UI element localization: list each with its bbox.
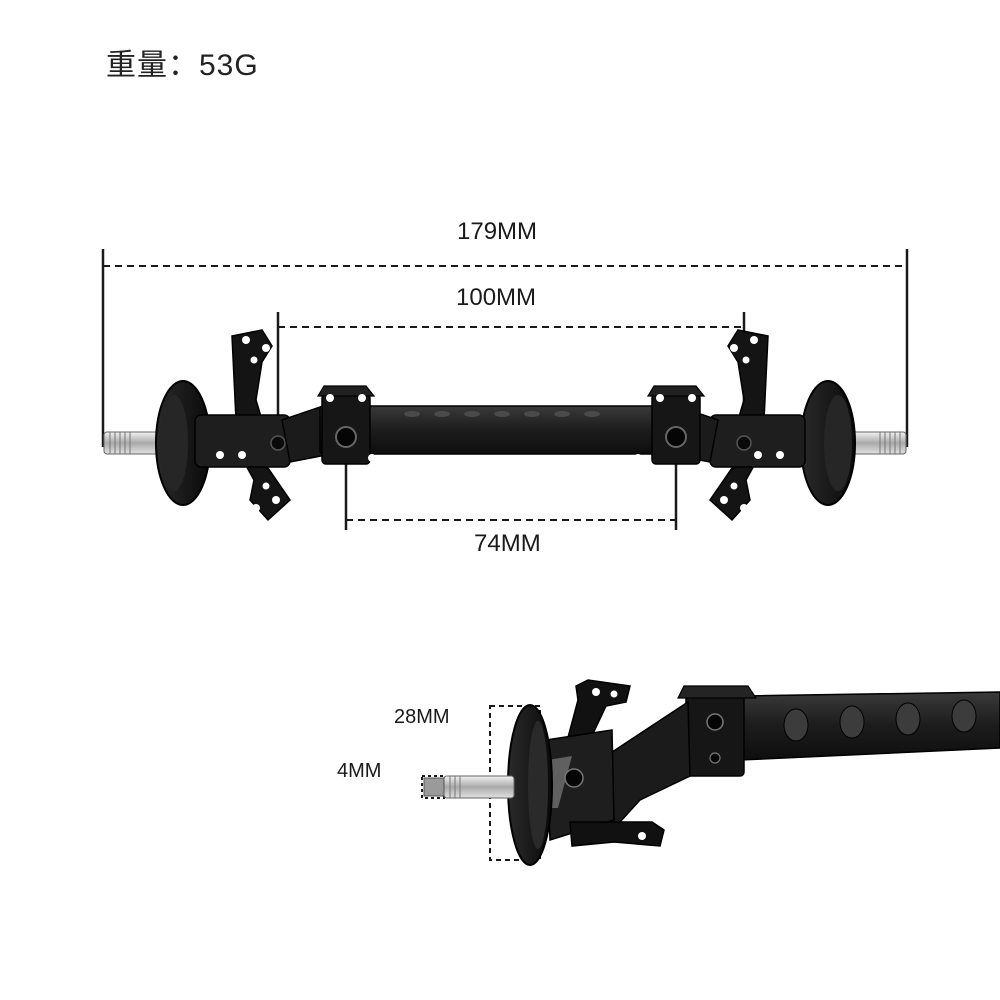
mount-spacing-label: 74MM [474,530,541,557]
front-axle-top-view [103,329,907,522]
kingpin-width-label: 100MM [456,284,537,311]
detail-beam-holes [783,699,977,742]
left-shaft-thread [109,432,131,454]
detail-steering-arm-lower [569,821,665,847]
beam-lightening-holes [404,411,600,417]
right-steering-arm-lower [709,460,758,522]
shaft-diameter-label: 4MM [337,760,382,782]
left-steering-arm-lower [242,460,291,522]
detail-shaft-tip [423,777,445,797]
left-steering-arm-upper [231,329,273,421]
hub-diameter-label: 28MM [394,706,450,728]
detail-link-mount [685,693,745,777]
right-shaft-thread [879,432,901,454]
right-knuckle [709,414,806,468]
weight-label: 重量：53G [106,49,259,82]
right-steering-arm-upper [727,329,769,421]
overall-width-label: 179MM [457,218,538,245]
knuckle-detail-view [423,679,1000,866]
